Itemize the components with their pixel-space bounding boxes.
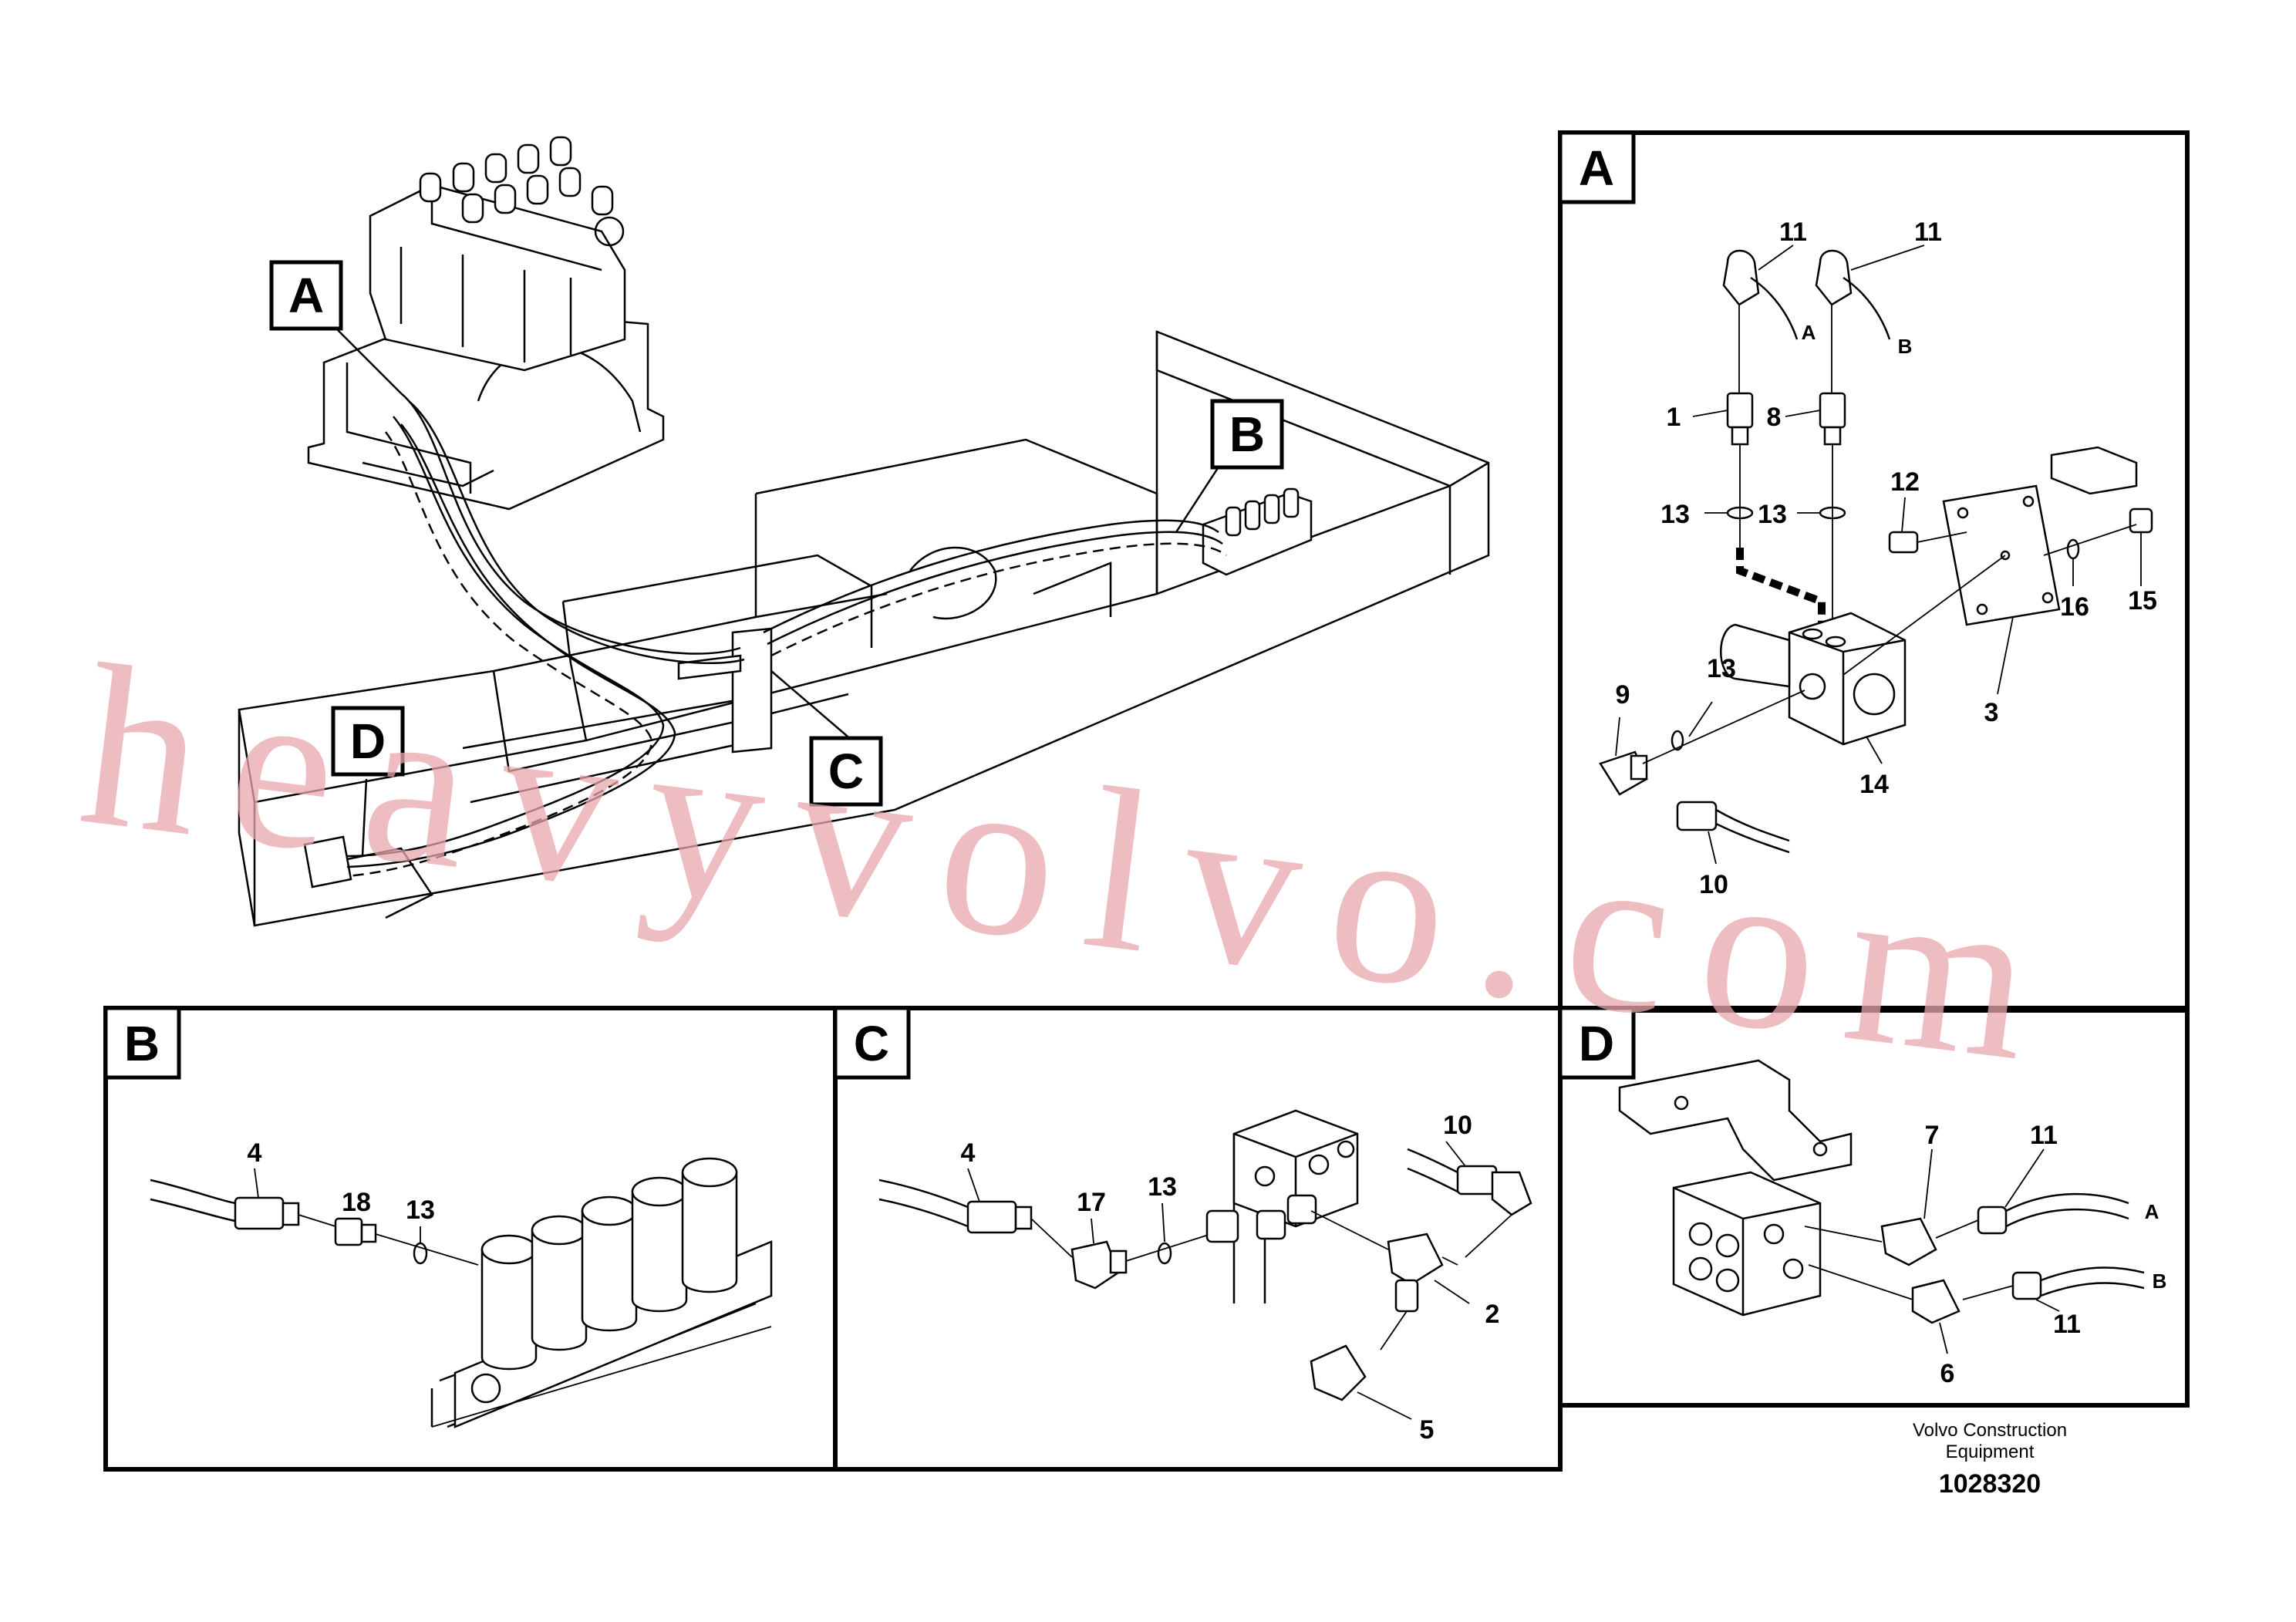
panel-a-label-13-mid: 13 <box>1758 500 1787 529</box>
panel-d-label-port-b: B <box>2153 1270 2167 1293</box>
panel-a-label-13-lower: 13 <box>1707 654 1736 683</box>
panel-a-label-1: 1 <box>1667 403 1681 432</box>
detail-panel-c: C <box>833 1006 1563 1472</box>
footer-company-line1: Volvo Construction <box>1913 1420 2067 1441</box>
panel-a-label-11-left: 11 <box>1779 218 1807 247</box>
callout-box-b: B <box>1210 399 1284 470</box>
footer-drawing-number: 1028320 <box>1939 1469 2041 1499</box>
panel-b-header: B <box>124 1016 160 1071</box>
panel-c-label-2: 2 <box>1485 1300 1500 1329</box>
panel-d-header: D <box>1579 1016 1614 1071</box>
main-assembly-view <box>238 136 1490 927</box>
panel-b-label-18: 18 <box>342 1188 371 1217</box>
panel-a-label-16: 16 <box>2060 592 2089 622</box>
panel-a-label-11-right: 11 <box>1914 218 1942 247</box>
callout-d-text: D <box>350 713 386 769</box>
callout-a-text: A <box>288 268 324 323</box>
panel-a-label-port-b: B <box>1898 335 1913 358</box>
detail-panel-d: D 7 11 A B 11 6 <box>1558 1006 2190 1408</box>
panel-a-label-10: 10 <box>1699 870 1728 899</box>
panel-a-label-port-a: A <box>1802 321 1816 344</box>
panel-b-label-13: 13 <box>406 1195 435 1225</box>
footer-company-line2: Equipment <box>1946 1442 2035 1462</box>
callout-c-text: C <box>828 744 864 799</box>
panel-a-label-9: 9 <box>1616 680 1630 710</box>
panel-c-label-17: 17 <box>1077 1188 1106 1217</box>
panel-a-label-3: 3 <box>1984 698 1999 727</box>
panel-d-label-11-lower: 11 <box>2053 1310 2081 1339</box>
detail-panel-a: A <box>1558 130 2190 1013</box>
panel-d-label-11-upper: 11 <box>2030 1121 2058 1150</box>
panel-a-label-8: 8 <box>1767 403 1782 432</box>
panel-a-label-12: 12 <box>1890 467 1920 497</box>
watermark: heavyvolvo.com <box>70 616 2075 1113</box>
panel-a-label-14: 14 <box>1859 770 1889 799</box>
panel-c-label-4: 4 <box>961 1138 976 1168</box>
panel-d-label-port-a: A <box>2145 1200 2159 1223</box>
panel-b-label-4: 4 <box>248 1138 262 1168</box>
callout-box-d: D <box>331 706 405 777</box>
callout-box-c: C <box>809 736 883 807</box>
detail-panel-b: B 4 18 <box>103 1006 838 1472</box>
callout-box-a: A <box>269 260 343 331</box>
panel-a-label-15: 15 <box>2128 586 2157 615</box>
panel-a-label-13-left: 13 <box>1660 500 1690 529</box>
callout-b-text: B <box>1229 406 1265 462</box>
panel-d-label-7: 7 <box>1925 1121 1940 1150</box>
panel-c-label-5: 5 <box>1420 1415 1435 1445</box>
panel-c-label-13: 13 <box>1148 1172 1177 1202</box>
panel-a-header: A <box>1579 140 1614 196</box>
footer: Volvo Construction Equipment 1028320 <box>1913 1420 2067 1499</box>
panel-c-label-10: 10 <box>1443 1111 1472 1140</box>
panel-c-header: C <box>854 1016 889 1071</box>
panel-d-label-6: 6 <box>1940 1359 1955 1388</box>
